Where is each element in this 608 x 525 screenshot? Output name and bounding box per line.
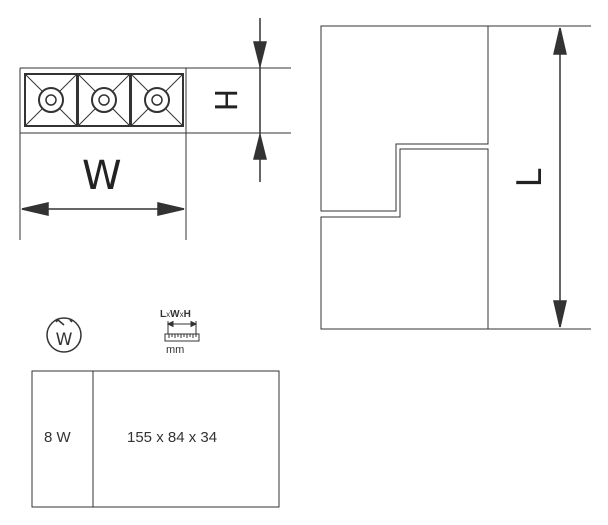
led-module-2	[77, 73, 131, 127]
width-dimension-arrow	[21, 202, 185, 216]
height-dimension-arrow	[253, 18, 267, 182]
length-label: L	[510, 168, 550, 188]
size-title-x1: x	[166, 310, 171, 319]
spec-table	[31, 370, 280, 508]
size-title-l: L	[160, 309, 167, 320]
height-label: H	[207, 88, 242, 112]
size-value: 155 x 84 x 34	[127, 429, 218, 446]
power-icon-letter: W	[56, 330, 73, 350]
led-module-1	[24, 73, 78, 127]
side-view	[320, 25, 591, 330]
size-title-w: W	[170, 309, 180, 320]
led-module-3	[130, 73, 184, 127]
front-view	[19, 67, 291, 240]
size-column-title: LxWxH	[160, 309, 191, 320]
size-unit: mm	[166, 344, 185, 356]
power-meter-icon	[46, 317, 82, 353]
size-title-h: H	[183, 309, 191, 320]
length-dimension-arrow	[553, 27, 567, 328]
width-label: W	[82, 153, 122, 199]
size-title-x2: x	[179, 310, 184, 319]
dimension-ruler-icon	[164, 320, 200, 342]
power-value: 8 W	[44, 429, 71, 446]
